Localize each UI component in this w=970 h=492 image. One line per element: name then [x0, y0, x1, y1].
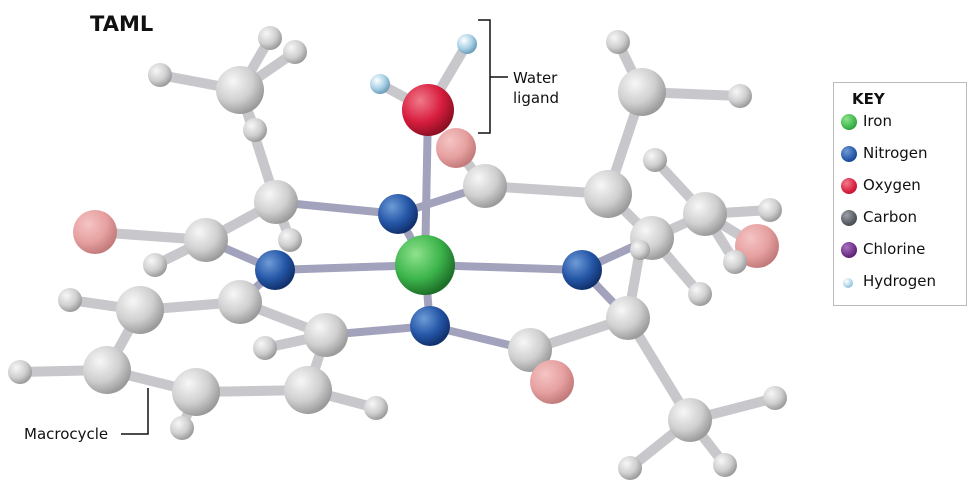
hydrogen-atom [370, 74, 390, 94]
carbon-atom [606, 296, 650, 340]
hydrogen-atom [243, 118, 267, 142]
hydrogen-atom [713, 453, 737, 477]
carbon-atom [304, 313, 348, 357]
hydrogen-atom [148, 63, 172, 87]
atoms-layer [8, 26, 787, 480]
hydrogen-atom [606, 30, 630, 54]
hydrogen-atom [688, 282, 712, 306]
hydrogen-atom [58, 288, 82, 312]
legend-item-hydrogen: Hydrogen [834, 270, 966, 302]
legend-label: Nitrogen [863, 144, 928, 162]
iron-atom [395, 235, 455, 295]
hydrogen-atom [457, 34, 477, 54]
legend-item-oxygen: Oxygen [834, 174, 966, 206]
carbon-atom [463, 164, 507, 208]
hydrogen-atom [723, 250, 747, 274]
nitrogen-atom [378, 194, 418, 234]
hydrogen-atom [253, 336, 277, 360]
hydrogen-atom [258, 26, 282, 50]
carbon-swatch-icon [841, 210, 857, 226]
carbon-atom [83, 346, 131, 394]
nitrogen-atom [410, 306, 450, 346]
carbon-atom [618, 68, 666, 116]
iron-swatch-icon [841, 114, 857, 130]
carbon-atom [172, 368, 220, 416]
nitrogen-atom [562, 250, 602, 290]
carbon-atom [584, 170, 632, 218]
legend-label: Carbon [863, 208, 918, 226]
macrocycle-label: Macrocycle [24, 425, 109, 443]
carbon-atom [284, 366, 332, 414]
legend-list: Iron Nitrogen Oxygen Carbon Chlorine Hyd… [834, 110, 966, 302]
legend-item-iron: Iron [834, 110, 966, 142]
hydrogen-atom [728, 84, 752, 108]
nitrogen-swatch-icon [841, 146, 857, 162]
hydrogen-atom [758, 198, 782, 222]
oxygen-atom [436, 128, 476, 168]
legend-label: Iron [863, 112, 892, 130]
hydrogen-atom [630, 240, 650, 260]
hydrogen-atom [364, 396, 388, 420]
legend-label: Oxygen [863, 176, 921, 194]
hydrogen-swatch-icon [843, 278, 853, 288]
legend-label: Chlorine [863, 240, 926, 258]
carbon-atom [184, 218, 228, 262]
carbon-atom [508, 328, 552, 372]
hydrogen-atom [618, 456, 642, 480]
callout-leaders [121, 19, 508, 435]
legend-item-carbon: Carbon [834, 206, 966, 238]
hydrogen-atom [8, 360, 32, 384]
hydrogen-atom [170, 416, 194, 440]
hydrogen-atom [278, 228, 302, 252]
oxygen-atom [402, 84, 454, 136]
water-ligand-label: Water ligand [513, 69, 560, 107]
legend-key: KEY Iron Nitrogen Oxygen Carbon Chlorine [833, 82, 967, 306]
oxygen-atom [530, 360, 574, 404]
hydrogen-atom [763, 386, 787, 410]
legend-label: Hydrogen [863, 272, 936, 290]
carbon-atom [668, 398, 712, 442]
carbon-atom [216, 66, 264, 114]
chlorine-swatch-icon [841, 242, 857, 258]
oxygen-atom [735, 224, 779, 268]
hydrogen-atom [283, 40, 307, 64]
hydrogen-atom [143, 253, 167, 277]
carbon-atom [254, 180, 298, 224]
diagram-title: TAML [90, 12, 154, 36]
water-ligand-bracket [478, 19, 491, 134]
legend-title: KEY [852, 90, 885, 108]
carbon-atom [218, 280, 262, 324]
macrocycle-leader [121, 388, 149, 435]
oxygen-swatch-icon [841, 178, 857, 194]
hydrogen-atom [643, 148, 667, 172]
legend-item-nitrogen: Nitrogen [834, 142, 966, 174]
carbon-atom [683, 192, 727, 236]
carbon-atom [116, 286, 164, 334]
nitrogen-atom [255, 250, 295, 290]
legend-item-chlorine: Chlorine [834, 238, 966, 270]
oxygen-atom [73, 210, 117, 254]
